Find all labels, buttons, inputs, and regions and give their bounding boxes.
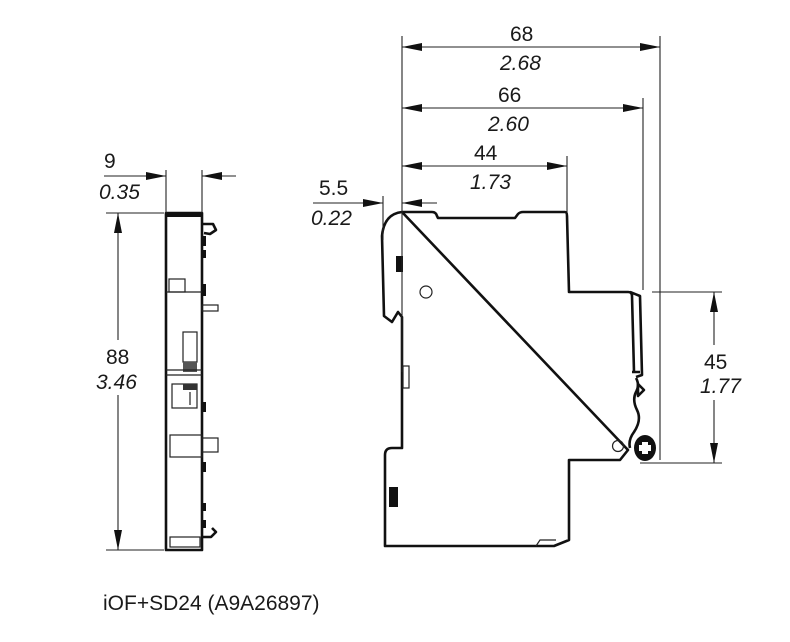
depth-front-in: 1.73: [470, 171, 511, 194]
front-width-dimension: [104, 170, 236, 213]
rail-height-mm: 45: [704, 351, 727, 374]
depth-body-mm: 66: [498, 84, 521, 107]
front-tab-lower: [201, 437, 219, 453]
side-hole-upper: [419, 285, 433, 299]
front-height-mm: 88: [106, 346, 129, 369]
front-bottom-clip: [202, 527, 218, 539]
front-width-mm: 9: [104, 150, 116, 173]
front-width-in: 0.35: [99, 181, 140, 204]
depth-front-mm: 44: [474, 142, 498, 165]
rail-height-dimension: [640, 291, 722, 464]
depth-overall-dimension: [402, 43, 660, 51]
depth-body-dimension: [402, 104, 643, 112]
front-height-dimension: [106, 212, 164, 551]
front-view-body: [164, 211, 204, 552]
depth-body-in: 2.60: [487, 113, 529, 136]
depth-front-dimension: [402, 162, 567, 170]
front-view: [164, 211, 219, 552]
side-extension-lines: [382, 36, 661, 460]
product-caption: iOF+SD24 (A9A26897): [103, 592, 320, 615]
offset-dimension: [313, 199, 437, 207]
side-view: [380, 210, 656, 548]
depth-overall-mm: 68: [510, 23, 533, 46]
side-view-body: [380, 210, 644, 548]
offset-in: 0.22: [311, 207, 352, 230]
offset-mm: 5.5: [319, 177, 348, 200]
rail-height-in: 1.77: [700, 375, 742, 398]
front-top-clip: [202, 222, 218, 236]
depth-overall-in: 2.68: [499, 52, 541, 75]
side-hole-lower: [611, 439, 625, 453]
front-tab-upper: [201, 304, 219, 312]
front-height-in: 3.46: [96, 371, 137, 394]
